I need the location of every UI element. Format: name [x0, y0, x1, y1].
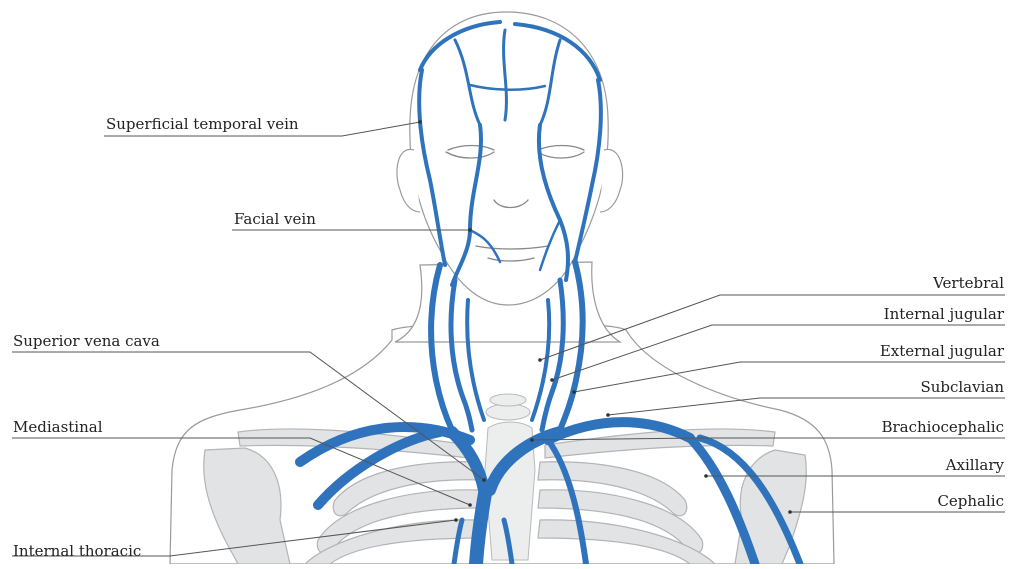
trachea-ring-2 [490, 394, 526, 406]
label-axillary: Axillary [946, 456, 1004, 474]
label-internal-thoracic: Internal thoracic [13, 542, 141, 560]
label-cephalic: Cephalic [937, 492, 1004, 510]
label-mediastinal: Mediastinal [13, 418, 103, 436]
label-superficial-temporal-vein: Superficial temporal vein [106, 115, 299, 133]
label-brachiocephalic: Brachiocephalic [881, 418, 1004, 436]
label-superior-vena-cava: Superior vena cava [13, 332, 160, 350]
label-internal-jugular: Internal jugular [884, 305, 1004, 323]
label-vertebral: Vertebral [933, 274, 1004, 292]
label-external-jugular: External jugular [880, 342, 1004, 360]
label-subclavian: Subclavian [920, 378, 1004, 396]
label-facial-vein: Facial vein [234, 210, 316, 228]
